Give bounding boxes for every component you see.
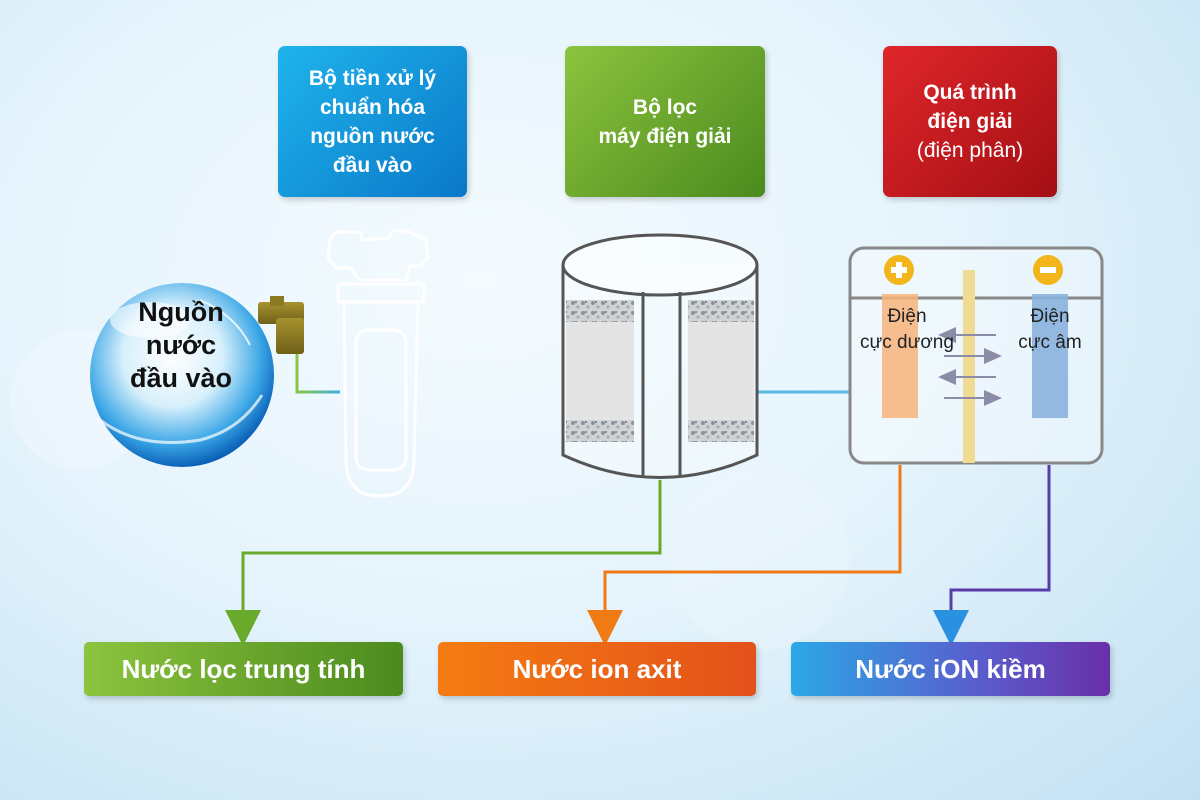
pretreatment-header: Bộ tiền xử lý chuẩn hóa nguồn nước đầu v… bbox=[278, 46, 467, 197]
plus-icon bbox=[884, 255, 914, 285]
acid-water-line bbox=[587, 465, 902, 646]
positive-label-line-2: cực dương bbox=[860, 332, 954, 353]
neutral-water-line bbox=[225, 480, 662, 646]
source-line-3: đầu vào bbox=[129, 363, 233, 393]
water-source-sphere bbox=[90, 283, 274, 467]
neutral-water-output: Nước lọc trung tính bbox=[84, 642, 403, 696]
pretreatment-line-1: Bộ tiền xử lý bbox=[308, 66, 437, 90]
inlet-pipe bbox=[295, 354, 340, 394]
positive-electrode-label: Điện cực dương bbox=[852, 304, 962, 356]
prefilter-housing bbox=[326, 228, 430, 498]
acid-water-output: Nước ion axit bbox=[438, 642, 756, 696]
faucet-icon bbox=[258, 296, 304, 354]
pretreatment-line-4: đầu vào bbox=[332, 153, 413, 177]
negative-label-line-1: Điện bbox=[1030, 306, 1070, 327]
negative-electrode-label: Điện cực âm bbox=[1000, 304, 1100, 356]
electrolysis-line-2: điện giải bbox=[927, 110, 1013, 133]
filter-line-1: Bộ lọc bbox=[632, 95, 698, 119]
water-source-label: Nguồn nước đầu vào bbox=[96, 296, 266, 395]
filter-header: Bộ lọc máy điện giải bbox=[565, 46, 765, 197]
filter-cylinder bbox=[561, 233, 759, 479]
negative-label-line-2: cực âm bbox=[1018, 332, 1082, 353]
positive-label-line-1: Điện bbox=[887, 306, 927, 327]
alkaline-water-line bbox=[933, 465, 1051, 646]
pretreatment-line-3: nguồn nước bbox=[310, 124, 435, 148]
minus-icon bbox=[1033, 255, 1063, 285]
electrolysis-line-3: (điện phân) bbox=[916, 139, 1024, 162]
alkaline-water-output: Nước iON kiềm bbox=[791, 642, 1110, 696]
electrolysis-line-1: Quá trình bbox=[923, 81, 1017, 104]
source-line-2: nước bbox=[145, 330, 217, 360]
filter-line-2: máy điện giải bbox=[598, 124, 732, 148]
electrolysis-header: Quá trình điện giải (điện phân) bbox=[883, 46, 1057, 197]
electrolysis-cell bbox=[848, 246, 1104, 465]
pretreatment-line-2: chuẩn hóa bbox=[319, 95, 425, 119]
source-line-1: Nguồn bbox=[138, 297, 224, 327]
